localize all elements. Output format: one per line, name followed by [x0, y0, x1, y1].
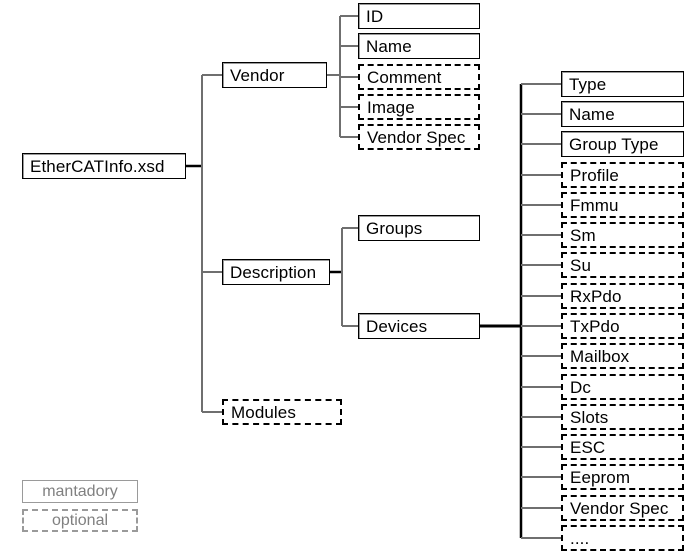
node-label: Name	[366, 36, 412, 56]
node-label: Vendor	[230, 65, 285, 85]
node-device-fmmu[interactable]: Fmmu	[561, 192, 684, 218]
legend-label: optional	[51, 511, 109, 529]
node-label: Image	[367, 97, 415, 117]
node-groups[interactable]: Groups	[358, 215, 480, 241]
node-label: Modules	[231, 402, 296, 422]
legend-optional: optional	[22, 509, 138, 532]
node-devices[interactable]: Devices	[358, 313, 480, 339]
node-label: Slots	[570, 407, 609, 427]
node-device-sm[interactable]: Sm	[561, 222, 684, 248]
node-label: Type	[569, 74, 607, 94]
node-vendor[interactable]: Vendor	[222, 62, 327, 88]
node-label: Eeprom	[570, 467, 631, 487]
node-vendor-comment[interactable]: Comment	[358, 64, 480, 90]
node-vendor-image[interactable]: Image	[358, 94, 480, 120]
node-device-profile[interactable]: Profile	[561, 162, 684, 188]
legend-label: mantadory	[42, 482, 118, 500]
node-device-slots[interactable]: Slots	[561, 404, 684, 430]
node-description[interactable]: Description	[222, 259, 330, 285]
node-label: Sm	[570, 225, 596, 245]
node-label: Profile	[570, 165, 619, 185]
node-device-name[interactable]: Name	[561, 101, 684, 127]
node-modules[interactable]: Modules	[222, 399, 342, 425]
node-label: ID	[366, 6, 384, 26]
node-label: Group Type	[569, 134, 659, 154]
node-label: ESC	[570, 437, 606, 457]
node-label: Su	[570, 255, 591, 275]
node-device-txpdo[interactable]: TxPdo	[561, 313, 684, 339]
node-device-vendor-spec[interactable]: Vendor Spec	[561, 495, 684, 521]
node-label: Devices	[366, 316, 428, 336]
node-device-dc[interactable]: Dc	[561, 374, 684, 400]
node-label: Groups	[366, 218, 423, 238]
node-label: Vendor Spec	[367, 127, 466, 147]
node-device-su[interactable]: Su	[561, 252, 684, 278]
node-device-type[interactable]: Type	[561, 71, 684, 97]
node-label: EtherCATInfo.xsd	[30, 156, 165, 176]
node-device-eeprom[interactable]: Eeprom	[561, 464, 684, 490]
node-root[interactable]: EtherCATInfo.xsd	[22, 153, 186, 179]
node-vendor-id[interactable]: ID	[358, 3, 480, 29]
node-device-more[interactable]: ....	[561, 525, 684, 551]
node-label: Name	[569, 104, 615, 124]
node-label: Vendor Spec	[570, 498, 669, 518]
node-device-rxpdo[interactable]: RxPdo	[561, 283, 684, 309]
node-vendor-name[interactable]: Name	[358, 33, 480, 59]
node-label: Mailbox	[570, 346, 630, 366]
node-label: TxPdo	[570, 316, 620, 336]
node-label: ....	[570, 528, 590, 548]
node-vendor-spec[interactable]: Vendor Spec	[358, 124, 480, 150]
legend-mandatory: mantadory	[22, 480, 138, 503]
node-device-mailbox[interactable]: Mailbox	[561, 343, 684, 369]
node-label: RxPdo	[570, 286, 622, 306]
node-device-esc[interactable]: ESC	[561, 434, 684, 460]
node-device-group-type[interactable]: Group Type	[561, 131, 684, 157]
node-label: Description	[230, 262, 317, 282]
node-label: Fmmu	[570, 195, 619, 215]
node-label: Dc	[570, 377, 591, 397]
node-label: Comment	[367, 67, 442, 87]
